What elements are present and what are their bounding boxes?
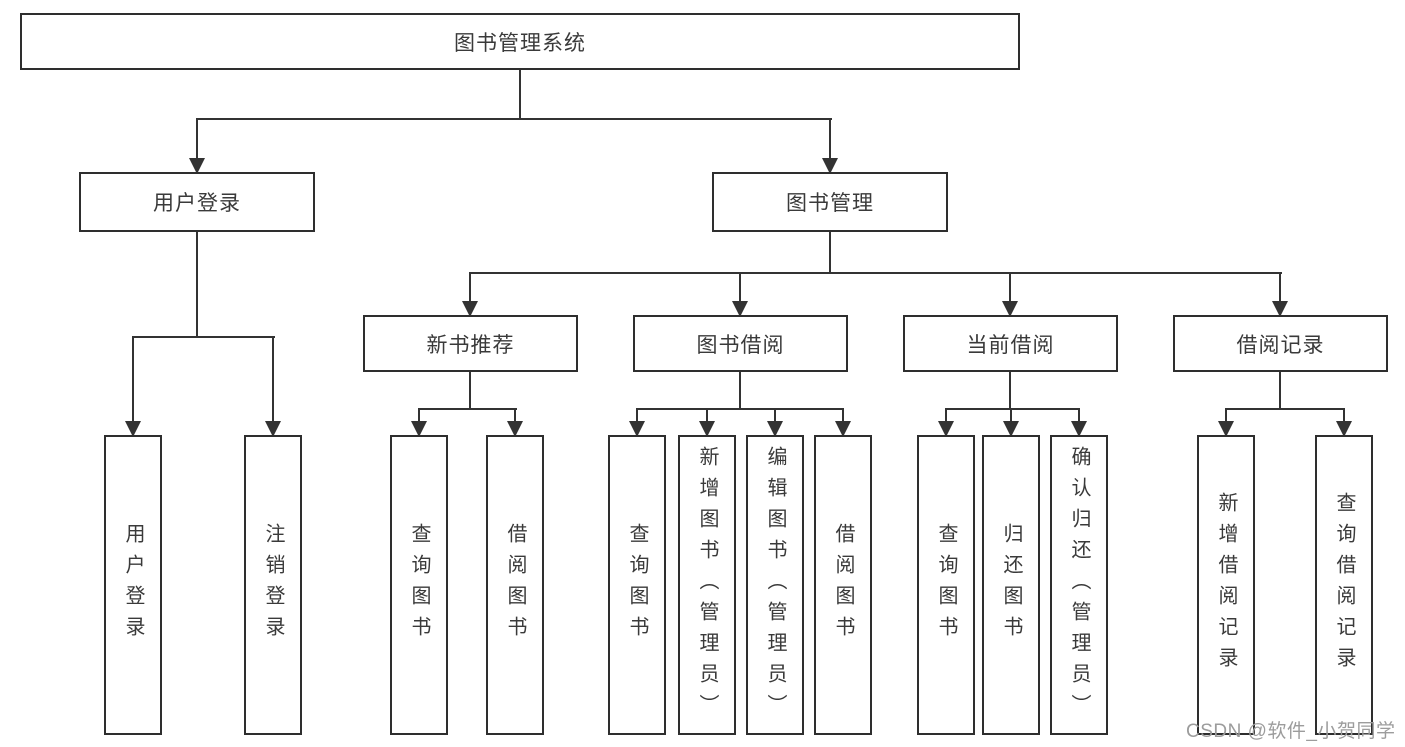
connector-line (132, 336, 275, 338)
connector-line (774, 408, 776, 423)
node-book-management-label: 图书管理 (786, 192, 874, 215)
leaf-edit-book-admin-label: 编辑图书（管理员） (764, 445, 786, 725)
connector-line (829, 118, 831, 160)
node-book-management: 图书管理 (712, 172, 948, 232)
arrow-down-icon (1071, 421, 1087, 437)
node-book-borrow-label: 图书借阅 (696, 333, 785, 357)
connector-line (945, 408, 1080, 410)
connector-line (196, 118, 832, 120)
connector-line (1225, 408, 1345, 410)
arrow-down-icon (1272, 301, 1288, 317)
node-user-login-label: 用户登录 (153, 192, 241, 215)
connector-line (272, 336, 274, 421)
arrow-down-icon (629, 421, 645, 437)
connector-line (1009, 272, 1011, 302)
connector-line (514, 408, 516, 423)
leaf-query-borrow-record-label: 查询借阅记录 (1333, 492, 1355, 678)
node-current-borrow-label: 当前借阅 (966, 333, 1055, 357)
arrow-down-icon (1002, 301, 1018, 317)
leaf-add-book-admin-label: 新增图书（管理员） (696, 445, 718, 725)
leaf-query-books-current-label: 查询图书 (935, 523, 957, 647)
leaf-query-books-borrow-label: 查询图书 (626, 523, 648, 647)
arrow-down-icon (1336, 421, 1352, 437)
leaf-logout-label: 注销登录 (262, 523, 284, 647)
connector-line (1279, 272, 1281, 302)
arrow-down-icon (822, 158, 838, 174)
leaf-add-borrow-record: 新增借阅记录 (1197, 435, 1255, 735)
leaf-return-book: 归还图书 (982, 435, 1040, 735)
leaf-borrow-books-recommend-label: 借阅图书 (504, 523, 526, 647)
node-book-borrow: 图书借阅 (633, 315, 848, 372)
csdn-watermark: CSDN @软件_小贺同学 (1186, 721, 1396, 742)
leaf-add-borrow-record-label: 新增借阅记录 (1215, 492, 1237, 678)
connector-line (469, 272, 1282, 274)
arrow-down-icon (767, 421, 783, 437)
connector-line (1343, 408, 1345, 423)
connector-line (1010, 408, 1012, 423)
connector-line (519, 70, 521, 118)
leaf-edit-book-admin: 编辑图书（管理员） (746, 435, 804, 735)
connector-line (842, 408, 844, 423)
connector-line (706, 408, 708, 423)
leaf-borrow-books-label: 借阅图书 (832, 523, 854, 647)
leaf-query-books-current: 查询图书 (917, 435, 975, 735)
connector-line (469, 272, 471, 302)
arrow-down-icon (125, 421, 141, 437)
connector-line (1225, 408, 1227, 423)
node-root: 图书管理系统 (20, 13, 1020, 70)
connector-line (1078, 408, 1080, 423)
node-new-book-recommend: 新书推荐 (363, 315, 578, 372)
arrow-down-icon (507, 421, 523, 437)
arrow-down-icon (1003, 421, 1019, 437)
connector-line (1009, 372, 1011, 409)
leaf-user-login-label: 用户登录 (122, 523, 144, 647)
leaf-query-books-borrow: 查询图书 (608, 435, 666, 735)
connector-line (469, 372, 471, 409)
connector-line (132, 336, 134, 421)
leaf-confirm-return-admin: 确认归还（管理员） (1050, 435, 1108, 735)
leaf-query-books-recommend: 查询图书 (390, 435, 448, 735)
arrow-down-icon (732, 301, 748, 317)
arrow-down-icon (835, 421, 851, 437)
leaf-query-borrow-record: 查询借阅记录 (1315, 435, 1373, 735)
connector-line (829, 232, 831, 272)
leaf-confirm-return-admin-label: 确认归还（管理员） (1068, 445, 1090, 725)
leaf-borrow-books: 借阅图书 (814, 435, 872, 735)
connector-line (739, 372, 741, 409)
connector-line (636, 408, 638, 423)
node-user-login: 用户登录 (79, 172, 315, 232)
leaf-user-login: 用户登录 (104, 435, 162, 735)
connector-line (418, 408, 517, 410)
node-borrow-records: 借阅记录 (1173, 315, 1388, 372)
node-root-label: 图书管理系统 (454, 31, 586, 55)
arrow-down-icon (1218, 421, 1234, 437)
leaf-borrow-books-recommend: 借阅图书 (486, 435, 544, 735)
arrow-down-icon (411, 421, 427, 437)
node-current-borrow: 当前借阅 (903, 315, 1118, 372)
leaf-query-books-recommend-label: 查询图书 (408, 523, 430, 647)
connector-line (739, 272, 741, 302)
arrow-down-icon (938, 421, 954, 437)
connector-line (196, 118, 198, 160)
leaf-add-book-admin: 新增图书（管理员） (678, 435, 736, 735)
arrow-down-icon (189, 158, 205, 174)
leaf-return-book-label: 归还图书 (1000, 523, 1022, 647)
connector-line (636, 408, 844, 410)
leaf-logout: 注销登录 (244, 435, 302, 735)
node-new-book-recommend-label: 新书推荐 (426, 333, 515, 357)
connector-line (418, 408, 420, 423)
connector-line (196, 232, 198, 336)
arrow-down-icon (265, 421, 281, 437)
connector-line (945, 408, 947, 423)
arrow-down-icon (699, 421, 715, 437)
connector-line (1279, 372, 1281, 409)
arrow-down-icon (462, 301, 478, 317)
node-borrow-records-label: 借阅记录 (1236, 333, 1325, 357)
